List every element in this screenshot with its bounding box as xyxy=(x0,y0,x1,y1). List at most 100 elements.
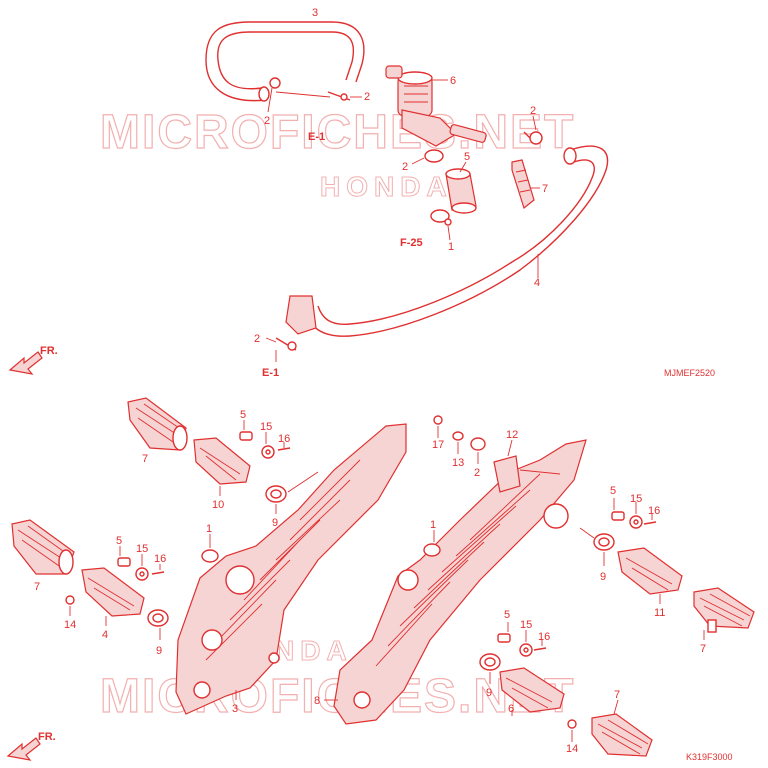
callout-14-a: 14 xyxy=(64,619,76,631)
callout-16-a: 16 xyxy=(278,433,290,445)
bolt-5-b xyxy=(117,557,131,567)
pin-16-c xyxy=(643,521,657,525)
fr-label-top: FR. xyxy=(40,345,58,357)
callout-2-a: 2 xyxy=(264,115,270,127)
bolt-17 xyxy=(433,415,443,425)
callout-5-d: 5 xyxy=(504,609,510,621)
pin-16-b xyxy=(151,571,165,575)
footpeg-7-right-upper xyxy=(693,587,755,633)
bolt-5-a xyxy=(239,431,253,441)
washer-9-a xyxy=(265,485,287,503)
callout-15-b: 15 xyxy=(136,543,148,555)
clip-2-e xyxy=(275,337,297,351)
cover-plate-12 xyxy=(493,455,521,493)
clamp-2-d xyxy=(424,149,444,163)
footpeg-7-left-upper xyxy=(127,397,188,451)
callout-2-f: 2 xyxy=(474,467,480,479)
callout-9-d: 9 xyxy=(486,687,492,699)
callout-15-c: 15 xyxy=(630,493,642,505)
washer-9-b xyxy=(147,609,169,627)
callout-3-top: 3 xyxy=(312,7,318,19)
diagram-code-bottom: K319F3000 xyxy=(686,752,733,762)
clamp-2-a xyxy=(267,77,281,113)
ref-f25: F-25 xyxy=(400,237,423,249)
bolt-14-a xyxy=(65,595,75,605)
callout-5-a: 5 xyxy=(240,409,246,421)
callout-1-a: 1 xyxy=(206,523,212,535)
step-holder-3-left xyxy=(175,423,407,715)
callout-6: 6 xyxy=(450,75,456,87)
pin-16-d xyxy=(533,647,547,651)
callout-6-b: 6 xyxy=(508,703,514,715)
watermark-top: MICROFICHES.NET xyxy=(100,106,575,159)
washer-15-c xyxy=(629,515,643,529)
fr-label-bottom: FR. xyxy=(38,731,56,743)
callout-15-d: 15 xyxy=(520,619,532,631)
callout-11: 11 xyxy=(654,607,665,619)
clamp-1-top xyxy=(430,209,452,226)
washer-15-b xyxy=(135,567,149,581)
callout-8: 8 xyxy=(314,695,320,707)
tube-4 xyxy=(285,145,609,337)
callout-9-c: 9 xyxy=(600,571,606,583)
footpeg-bracket-10 xyxy=(193,437,251,485)
callout-7-r2: 7 xyxy=(614,689,620,701)
pin-16-a xyxy=(277,447,291,451)
callout-4-b: 4 xyxy=(102,629,108,641)
callout-9-b: 9 xyxy=(156,645,162,657)
clamp-2-c xyxy=(523,131,543,145)
fr-arrow-bottom xyxy=(6,737,41,761)
callout-5-c: 5 xyxy=(610,485,616,497)
diagram-code-top: MJMEF2520 xyxy=(664,368,715,378)
callout-17: 17 xyxy=(432,439,444,451)
nut-1-b xyxy=(423,543,441,557)
callout-14-b: 14 xyxy=(566,743,578,755)
fr-arrow-top xyxy=(8,351,43,375)
callout-10: 10 xyxy=(212,499,224,511)
washer-9-c xyxy=(593,533,615,551)
ref-e1-top: E-1 xyxy=(308,131,325,143)
ref-e1-bottom: E-1 xyxy=(262,367,279,379)
bolt-5-d xyxy=(497,633,511,643)
callout-7-top: 7 xyxy=(542,183,548,195)
step-holder-8-right xyxy=(333,439,587,725)
washer-13 xyxy=(452,431,464,441)
callout-7-l2: 7 xyxy=(34,581,40,593)
callout-9-a: 9 xyxy=(272,517,278,529)
washer-15-d xyxy=(519,643,533,657)
callout-16-c: 16 xyxy=(648,505,660,517)
callout-2-e: 2 xyxy=(254,333,260,345)
air-valve-6 xyxy=(385,65,487,147)
nut-1-a xyxy=(201,549,219,563)
washer-15-a xyxy=(261,445,275,459)
bolt-14-b xyxy=(567,719,577,729)
washer-9-d xyxy=(479,653,501,671)
footpeg-bracket-11 xyxy=(617,547,683,595)
footpeg-7-left-lower xyxy=(11,519,75,575)
callout-13: 13 xyxy=(452,457,464,469)
callout-2-d: 2 xyxy=(402,161,408,173)
callout-15-a: 15 xyxy=(260,421,272,433)
callout-5-b: 5 xyxy=(116,535,122,547)
footpeg-7-right-lower xyxy=(591,713,653,757)
callout-1-top: 1 xyxy=(448,241,454,253)
callout-7-r1: 7 xyxy=(700,643,706,655)
callout-2-b: 2 xyxy=(364,91,370,103)
callout-7-l1: 7 xyxy=(142,453,148,465)
callout-16-d: 16 xyxy=(538,631,550,643)
footpeg-bracket-6 xyxy=(499,667,565,713)
bracket-7-top xyxy=(511,159,535,210)
clip-2-f xyxy=(470,437,486,451)
callout-12: 12 xyxy=(506,429,518,441)
callout-1-b: 1 xyxy=(430,519,436,531)
callout-3-b: 3 xyxy=(232,703,238,715)
callout-16-b: 16 xyxy=(154,553,166,565)
joint-5 xyxy=(445,168,477,214)
footpeg-bracket-4 xyxy=(81,567,145,617)
callout-2-c: 2 xyxy=(530,105,536,117)
callout-4-top: 4 xyxy=(534,277,540,289)
clip-pin-top xyxy=(327,91,351,101)
honda-watermark: HONDA xyxy=(320,171,453,202)
tube-3 xyxy=(205,21,365,102)
